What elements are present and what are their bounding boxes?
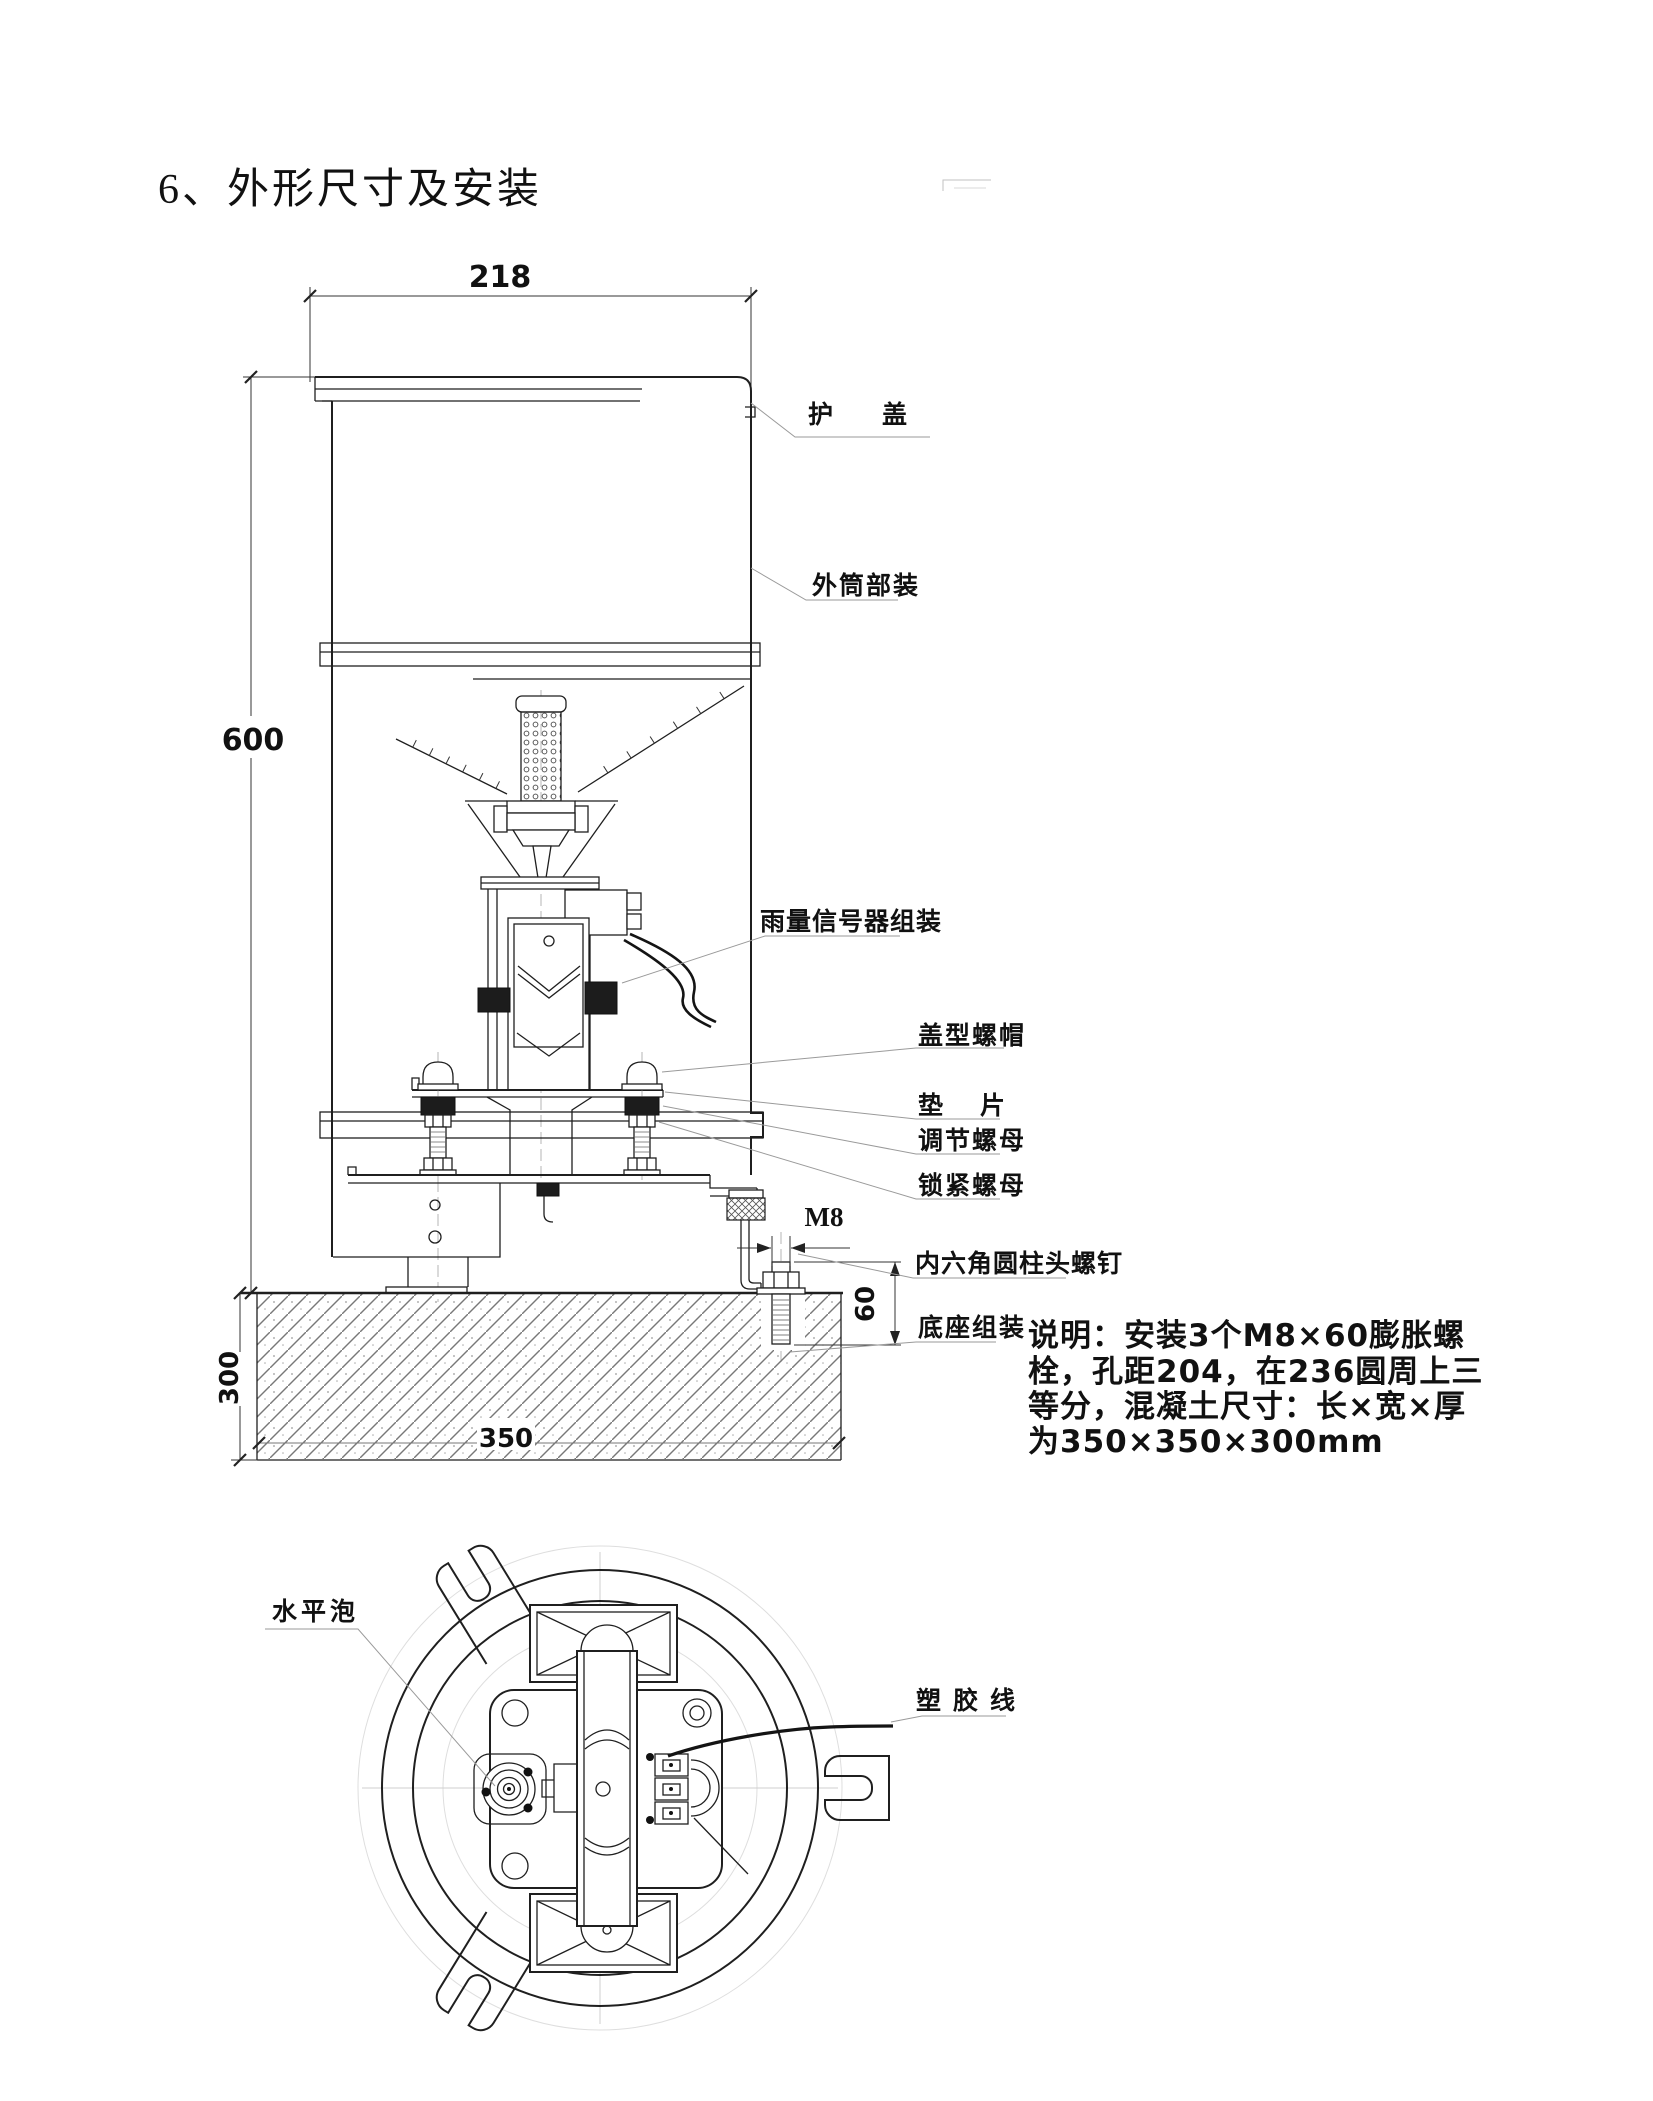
label-cover: 护 盖 (808, 400, 919, 429)
inner-rim-circle (412, 1600, 788, 1976)
label-lock-nut: 锁紧螺母 (918, 1171, 1026, 1200)
label-adjust-nut: 调节螺母 (918, 1126, 1026, 1155)
dim-top-width: 218 (303, 260, 758, 440)
label-washer: 垫 片 (918, 1091, 1011, 1120)
cylinder-right-wall (750, 417, 764, 1175)
base-assembly-part (333, 1183, 501, 1294)
protective-cover-part (314, 376, 756, 418)
page-title: 6、外形尺寸及安装 (158, 167, 542, 213)
expansion-bolt (756, 1261, 806, 1345)
concrete-foundation (240, 1291, 843, 1461)
note-line-2: 栓，孔距204，在236圆周上三 (1028, 1354, 1483, 1390)
dim-foundation-width: 350 (252, 1418, 846, 1454)
tipping-bucket-bar (576, 1624, 638, 1953)
label-cap-nut: 盖型螺帽 (918, 1021, 1026, 1050)
dim-60: 60 (851, 1286, 881, 1322)
right-leveling-foot (621, 1051, 663, 1181)
dim-foundation-depth: 300 (215, 1286, 258, 1467)
label-socket-screw: 内六角圆柱头螺钉 (915, 1249, 1123, 1278)
rain-signal-mechanism (477, 876, 717, 1091)
collecting-funnel (395, 685, 745, 795)
plastic-wire (667, 1724, 894, 1758)
base-plate (347, 1166, 758, 1223)
dim-300: 300 (215, 1351, 245, 1405)
plan-view: 塑胶线 水平泡 (265, 1539, 1027, 2037)
level-bubble-part (473, 1753, 547, 1825)
note-line-1: 说明：安装3个M8×60膨胀螺 (1028, 1318, 1465, 1354)
label-rain-signal: 雨量信号器组装 (760, 907, 942, 936)
upper-band (319, 642, 761, 667)
scan-artifact (942, 179, 991, 191)
dim-anchor-thread: M8 (737, 1202, 850, 1266)
label-plastic-wire: 塑胶线 (916, 1686, 1027, 1715)
cable-gland (726, 1189, 766, 1290)
label-outer-cylinder: 外筒部装 (812, 571, 920, 600)
label-base-assembly: 底座组装 (918, 1313, 1026, 1342)
note-line-3: 等分，混凝土尺寸：长×宽×厚 (1028, 1389, 1466, 1425)
dim-M8: M8 (805, 1202, 844, 1232)
dim-350: 350 (479, 1424, 533, 1454)
dim-height: 600 (222, 370, 318, 1300)
label-level-bubble: 水平泡 (272, 1597, 359, 1626)
note-line-4: 为350×350×300mm (1028, 1424, 1384, 1460)
left-leveling-foot (417, 1051, 459, 1181)
elevation-view: 218 600 (215, 260, 1483, 1467)
inner-collector (465, 800, 618, 878)
part-labels: 护 盖 外筒部装 雨量信号器组装 盖型螺帽 垫 片 调节螺母 锁紧螺母 内六角圆… (621, 400, 1123, 1353)
dim-218: 218 (469, 260, 532, 295)
installation-note: 说明：安装3个M8×60膨胀螺 栓，孔距204，在236圆周上三 等分，混凝土尺… (1028, 1318, 1483, 1460)
outer-rim-circle (381, 1569, 819, 2007)
funnel-fitting (493, 695, 589, 879)
pivot-bracket (541, 1763, 578, 1813)
dim-600: 600 (222, 723, 285, 758)
